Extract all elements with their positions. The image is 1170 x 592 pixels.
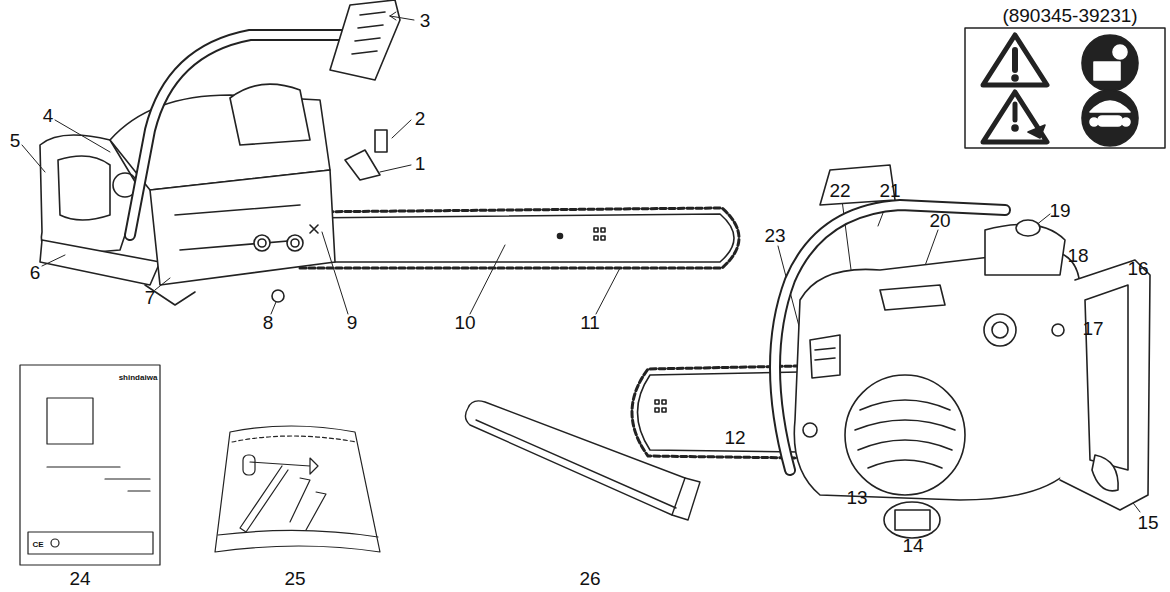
callout-number: 22 (829, 181, 850, 200)
callout-number: 2 (415, 109, 426, 128)
callout-number: 9 (347, 313, 358, 332)
callout-number: 14 (902, 536, 923, 555)
callout-number: 24 (69, 569, 90, 588)
callout-number: 13 (846, 488, 867, 507)
cover-text: shindaiwa (119, 374, 158, 382)
callout-number: 10 (454, 313, 475, 332)
callout-number: 17 (1082, 319, 1103, 338)
left-chainsaw (40, 0, 739, 305)
callout-number: 20 (929, 211, 950, 230)
callout-number: 18 (1067, 246, 1088, 265)
callout-number: 15 (1137, 513, 1158, 532)
callout-number: 5 (10, 131, 21, 150)
part-number: (890345-39231) (1002, 6, 1137, 25)
callout-number: 23 (764, 226, 785, 245)
owners-manual (20, 365, 160, 565)
callout-number: 3 (420, 11, 431, 30)
warning-label (965, 28, 1165, 148)
callout-number: 11 (580, 313, 600, 332)
callout-number: 19 (1049, 201, 1070, 220)
leader-lines (22, 12, 1140, 535)
callout-number: 4 (43, 106, 54, 125)
callout-number: 25 (284, 569, 305, 588)
callout-number: 21 (879, 181, 900, 200)
callout-number: 16 (1127, 259, 1148, 278)
callout-number: 12 (724, 428, 745, 447)
callout-number: 6 (30, 263, 41, 282)
callout-number: 8 (263, 313, 274, 332)
callout-number: 7 (145, 288, 156, 307)
tool-kit (215, 426, 380, 552)
callout-number: 1 (415, 154, 426, 173)
bar-cover (465, 401, 700, 520)
cover-text: CE (32, 541, 43, 549)
right-chainsaw (632, 165, 1150, 538)
callout-number: 26 (579, 569, 600, 588)
